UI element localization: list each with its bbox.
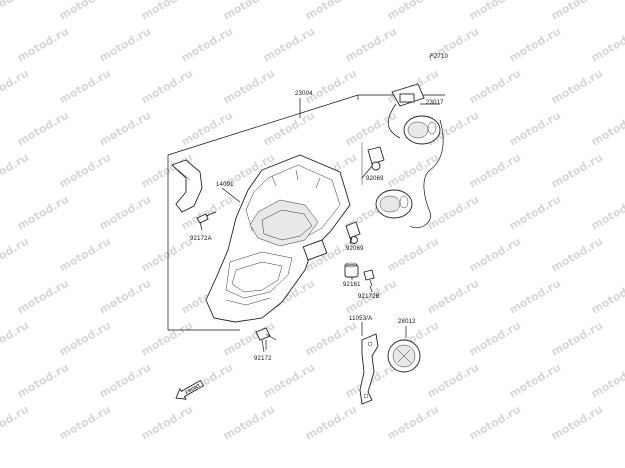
watermark-text: motod.ru [507,25,563,65]
watermark-text: motod.ru [15,193,71,233]
bracket-11053a [359,322,379,405]
reflector-28012 [387,326,421,373]
watermark-text: motod.ru [467,151,523,191]
watermark-text: motod.ru [139,403,195,443]
watermark-text: motod.ru [549,0,605,23]
label-14091: 14091 [216,182,234,188]
watermark-text: motod.ru [139,67,195,107]
watermark-text: motod.ru [467,235,523,275]
diagram-code: F2710 [430,54,448,60]
watermark-text: motod.ru [139,319,195,359]
grommet-92161 [344,262,359,278]
watermark-text: motod.ru [467,0,523,23]
watermark-text: motod.ru [139,235,195,275]
watermark-text: motod.ru [221,67,277,107]
label-92172a: 92172A [190,236,212,242]
watermark-text: motod.ru [57,319,113,359]
watermark-text: motod.ru [303,319,359,359]
label-92069-lower: 92069 [346,246,364,252]
screw-92172b [363,269,375,287]
label-92172: 92172 [254,356,272,362]
watermark-text: motod.ru [507,361,563,401]
watermark-text: motod.ru [467,319,523,359]
watermark-text: motod.ru [385,151,441,191]
watermark-text: motod.ru [97,193,153,233]
watermark-text: motod.ru [589,193,625,233]
watermark-text: motod.ru [549,235,605,275]
bulb-92069-upper [361,142,385,185]
watermark-text: motod.ru [57,403,113,443]
watermark-text: motod.ru [57,235,113,275]
watermark-text: motod.ru [221,319,277,359]
watermark-text: motod.ru [425,361,481,401]
watermark-text: motod.ru [97,277,153,317]
watermark-text: motod.ru [507,109,563,149]
watermark-text: motod.ru [385,0,441,23]
watermark-text: motod.ru [507,277,563,317]
label-92069-upper: 92069 [366,176,384,182]
watermark-text: motod.ru [589,277,625,317]
watermark-text: motod.ru [139,0,195,23]
watermark-text: motod.ru [97,361,153,401]
watermark-text: motod.ru [261,25,317,65]
watermark-text: motod.ru [0,67,31,107]
watermark-text: motod.ru [97,25,153,65]
watermark-text: motod.ru [549,403,605,443]
watermark-text: motod.ru [221,403,277,443]
watermark-text: motod.ru [303,67,359,107]
watermark-text: motod.ru [589,25,625,65]
watermark-text: motod.ru [385,403,441,443]
watermark-text: motod.ru [589,109,625,149]
label-11053a: 11053/A [349,316,372,322]
watermark-text: motod.ru [15,109,71,149]
socket-harness-23017 [375,83,444,229]
watermark-text: motod.ru [303,403,359,443]
label-23017: 23017 [426,100,444,106]
watermark-text: motod.ru [97,109,153,149]
watermark-text: motod.ru [549,67,605,107]
watermark-text: motod.ru [343,25,399,65]
label-92161: 92161 [343,282,361,288]
watermark-text: motod.ru [0,151,31,191]
label-28012: 28012 [398,319,416,325]
watermark-text: motod.ru [549,319,605,359]
watermark-text: motod.ru [549,151,605,191]
watermark-text: motod.ru [467,403,523,443]
watermark-text: motod.ru [0,319,31,359]
watermark-text: motod.ru [0,403,31,443]
watermark-text: motod.ru [15,277,71,317]
watermark-text: motod.ru [57,0,113,23]
bracket-14091 [171,159,203,213]
screw-92172a [196,211,217,224]
watermark-text: motod.ru [589,361,625,401]
watermark-text: motod.ru [0,0,31,23]
watermark-text: motod.ru [179,25,235,65]
watermark-text: motod.ru [15,361,71,401]
watermark-text: motod.ru [0,235,31,275]
watermark-text: motod.ru [221,0,277,23]
watermark-text: motod.ru [15,25,71,65]
label-23004: 23004 [295,91,313,97]
watermark-text: motod.ru [385,235,441,275]
watermark-text: motod.ru [261,361,317,401]
screw-92172 [255,327,277,350]
watermark-text: motod.ru [343,109,399,149]
label-92172b: 92172B [358,294,380,300]
watermark-text: motod.ru [507,193,563,233]
watermark-text: motod.ru [303,0,359,23]
watermark-text: motod.ru [425,277,481,317]
watermark-text: motod.ru [57,67,113,107]
headlight-housing [205,154,351,323]
watermark-text: motod.ru [261,109,317,149]
watermark-text: motod.ru [467,67,523,107]
watermark-text: motod.ru [425,193,481,233]
watermark-text: motod.ru [57,151,113,191]
leader-lines [199,165,373,353]
